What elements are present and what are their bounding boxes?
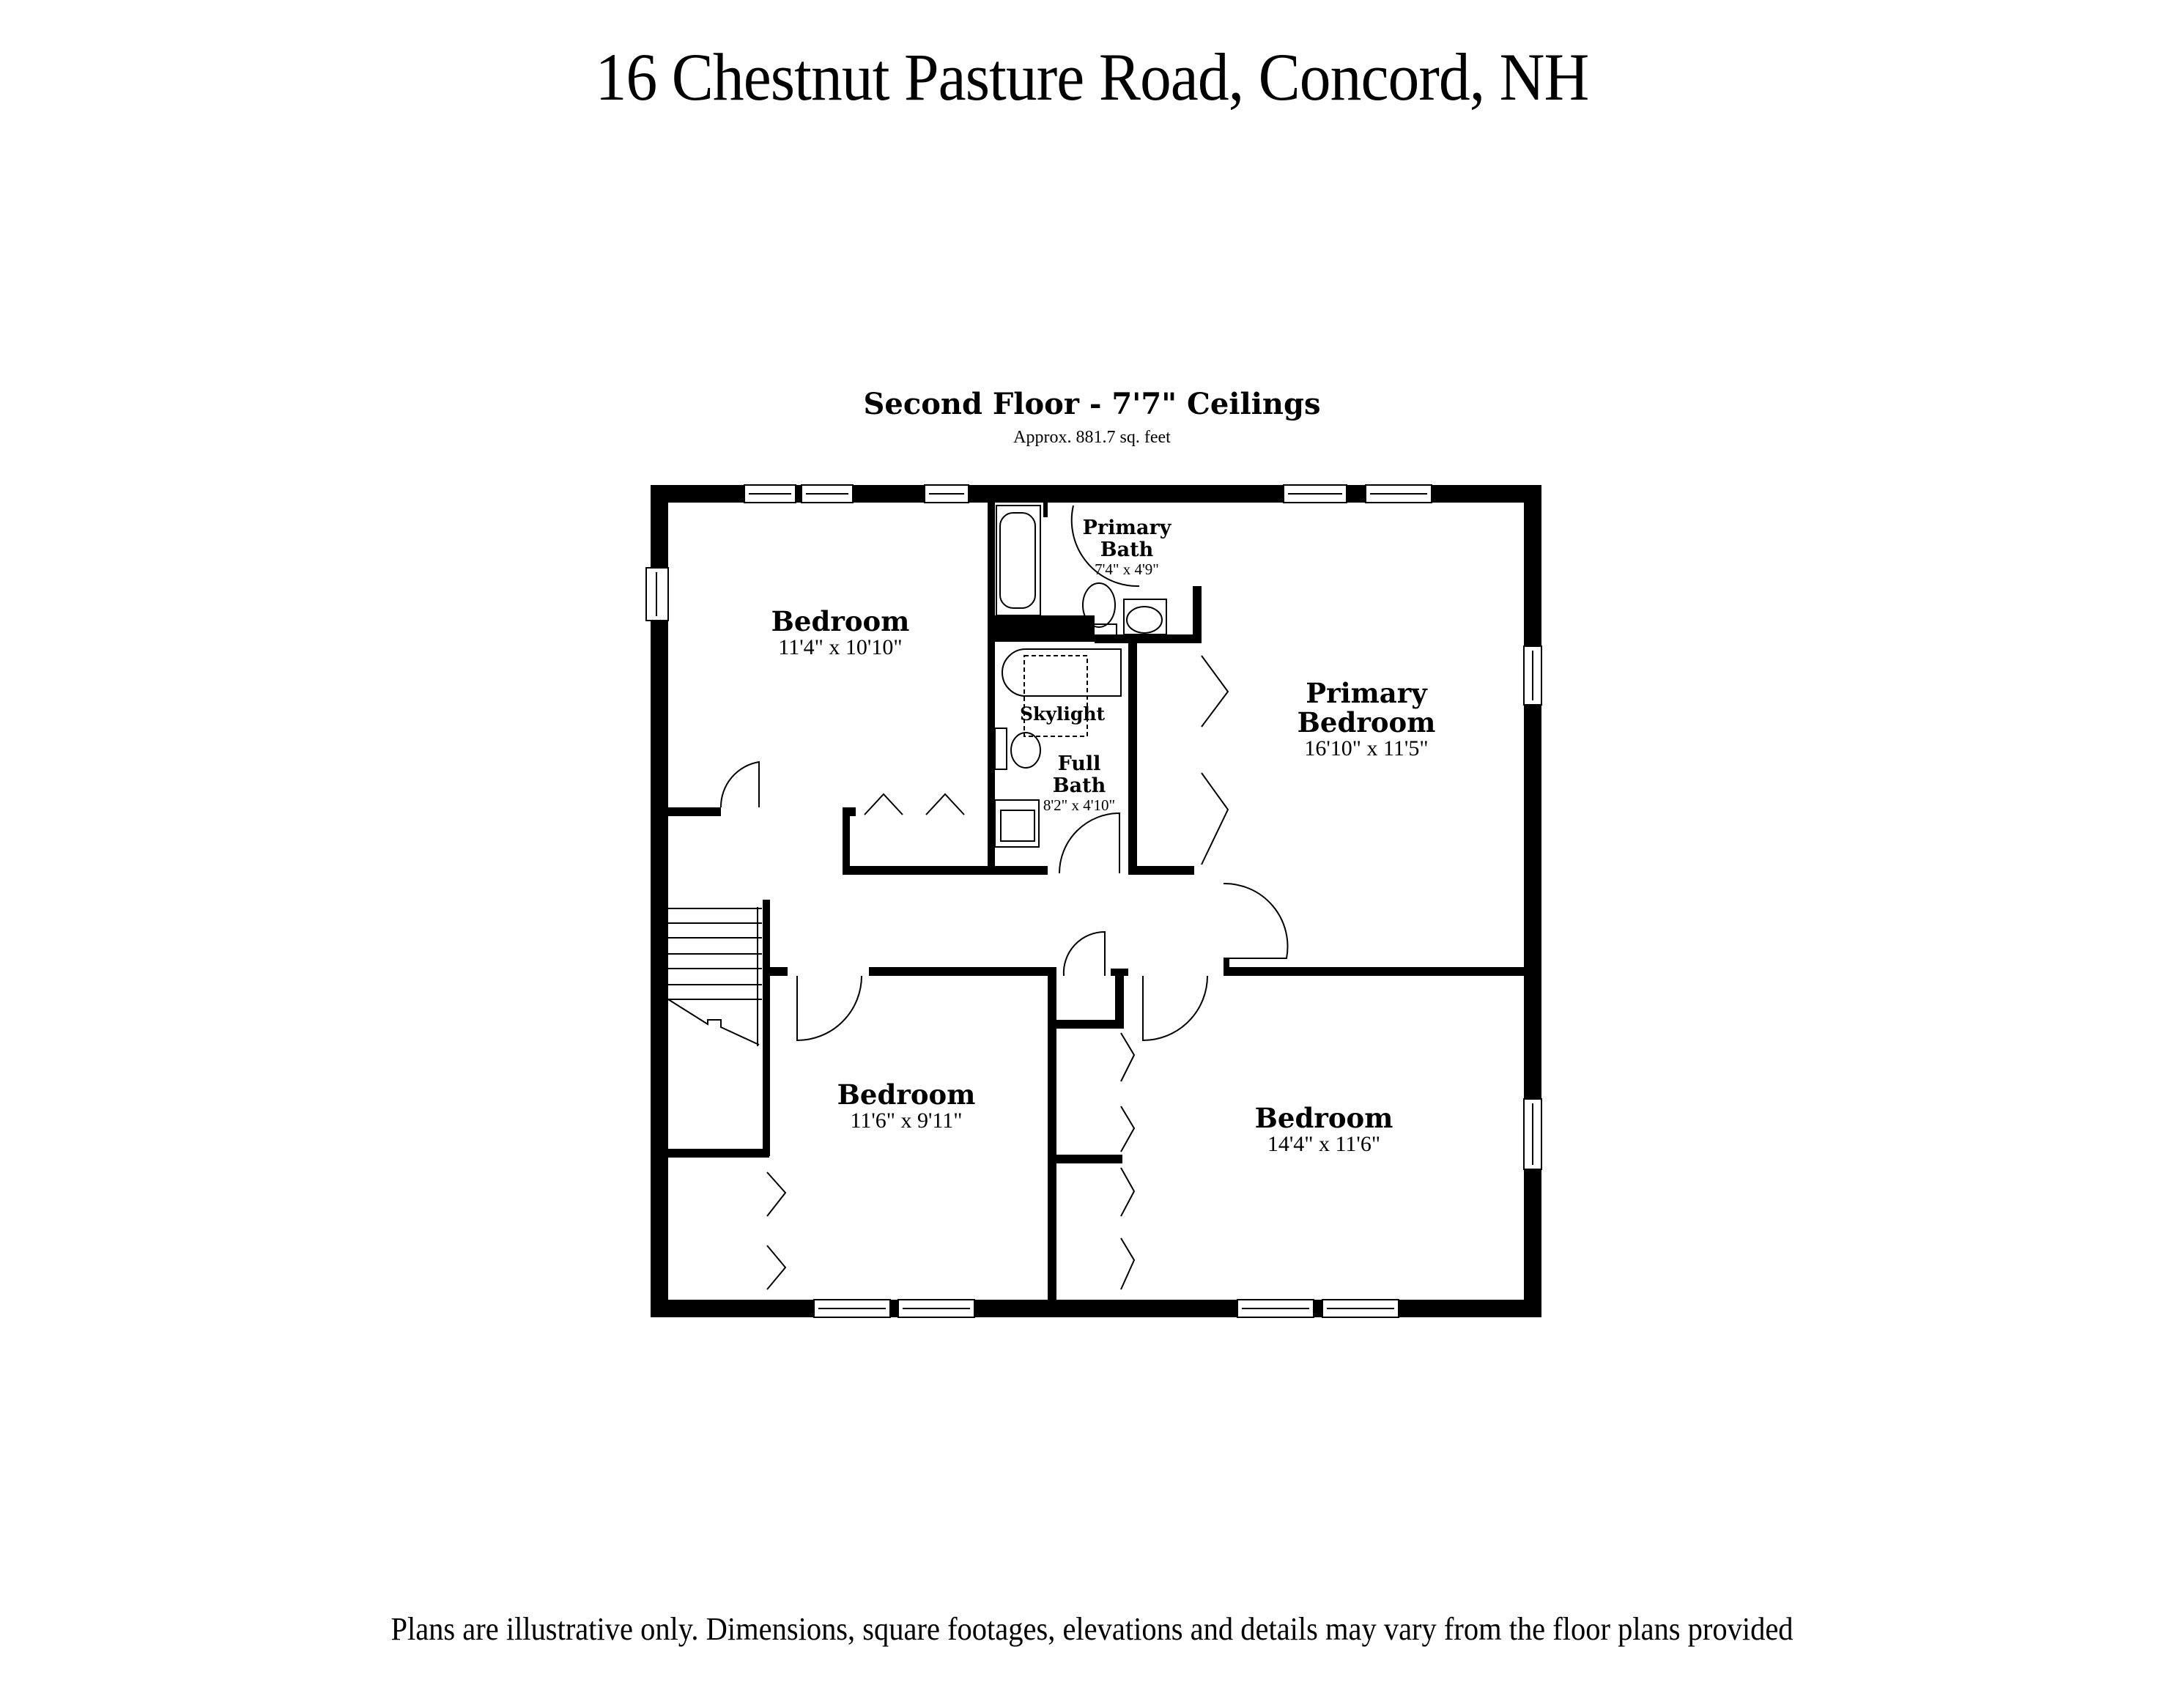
- room-full-bath: Full Bath 8'2" x 4'10": [1043, 752, 1116, 814]
- room-bedroom-3: Bedroom 14'4" x 11'6": [1255, 1103, 1393, 1156]
- interior-walls: [668, 503, 1524, 1301]
- room-name-line2: Bath: [1052, 774, 1106, 797]
- room-primary-bath: Primary Bath 7'4" x 4'9": [1082, 517, 1171, 578]
- room-bedroom-2: Bedroom 11'6" x 9'11": [837, 1080, 976, 1133]
- bifold-closet-doors: [766, 655, 1229, 1290]
- floor-area: Approx. 881.7 sq. feet: [1013, 428, 1171, 447]
- room-dimensions: 11'6" x 9'11": [850, 1108, 963, 1133]
- room-dimensions: 8'2" x 4'10": [1043, 796, 1116, 814]
- room-dimensions: 16'10" x 11'5": [1304, 736, 1429, 760]
- room-dimensions: 11'4" x 10'10": [778, 635, 903, 659]
- fixtures: [994, 505, 1167, 848]
- room-name-line1: Full: [1057, 752, 1101, 775]
- floor-title: Second Floor - 7'7" Ceilings: [863, 387, 1321, 421]
- room-name-line2: Bath: [1100, 538, 1154, 561]
- room-name: Bedroom: [837, 1078, 976, 1111]
- windows: [645, 484, 1542, 1318]
- skylight-label: Skylight: [1019, 703, 1106, 725]
- room-name-line2: Bedroom: [1297, 706, 1436, 738]
- room-dimensions: 7'4" x 4'9": [1095, 560, 1159, 578]
- room-dimensions: 14'4" x 11'6": [1267, 1132, 1381, 1156]
- door-swings: [719, 505, 1289, 1042]
- disclaimer: Plans are illustrative only. Dimensions,…: [390, 1611, 1794, 1647]
- room-name: Bedroom: [1254, 1102, 1393, 1134]
- room-primary-bedroom: Primary Bedroom 16'10" x 11'5": [1298, 678, 1436, 760]
- room-name-line1: Primary: [1306, 677, 1427, 709]
- room-name: Bedroom: [771, 605, 910, 637]
- room-bedroom-1: Bedroom 11'4" x 10'10": [771, 607, 910, 659]
- staircase: [667, 907, 762, 1046]
- page-title: 16 Chestnut Pasture Road, Concord, NH: [595, 40, 1590, 114]
- room-name-line1: Primary: [1082, 517, 1171, 539]
